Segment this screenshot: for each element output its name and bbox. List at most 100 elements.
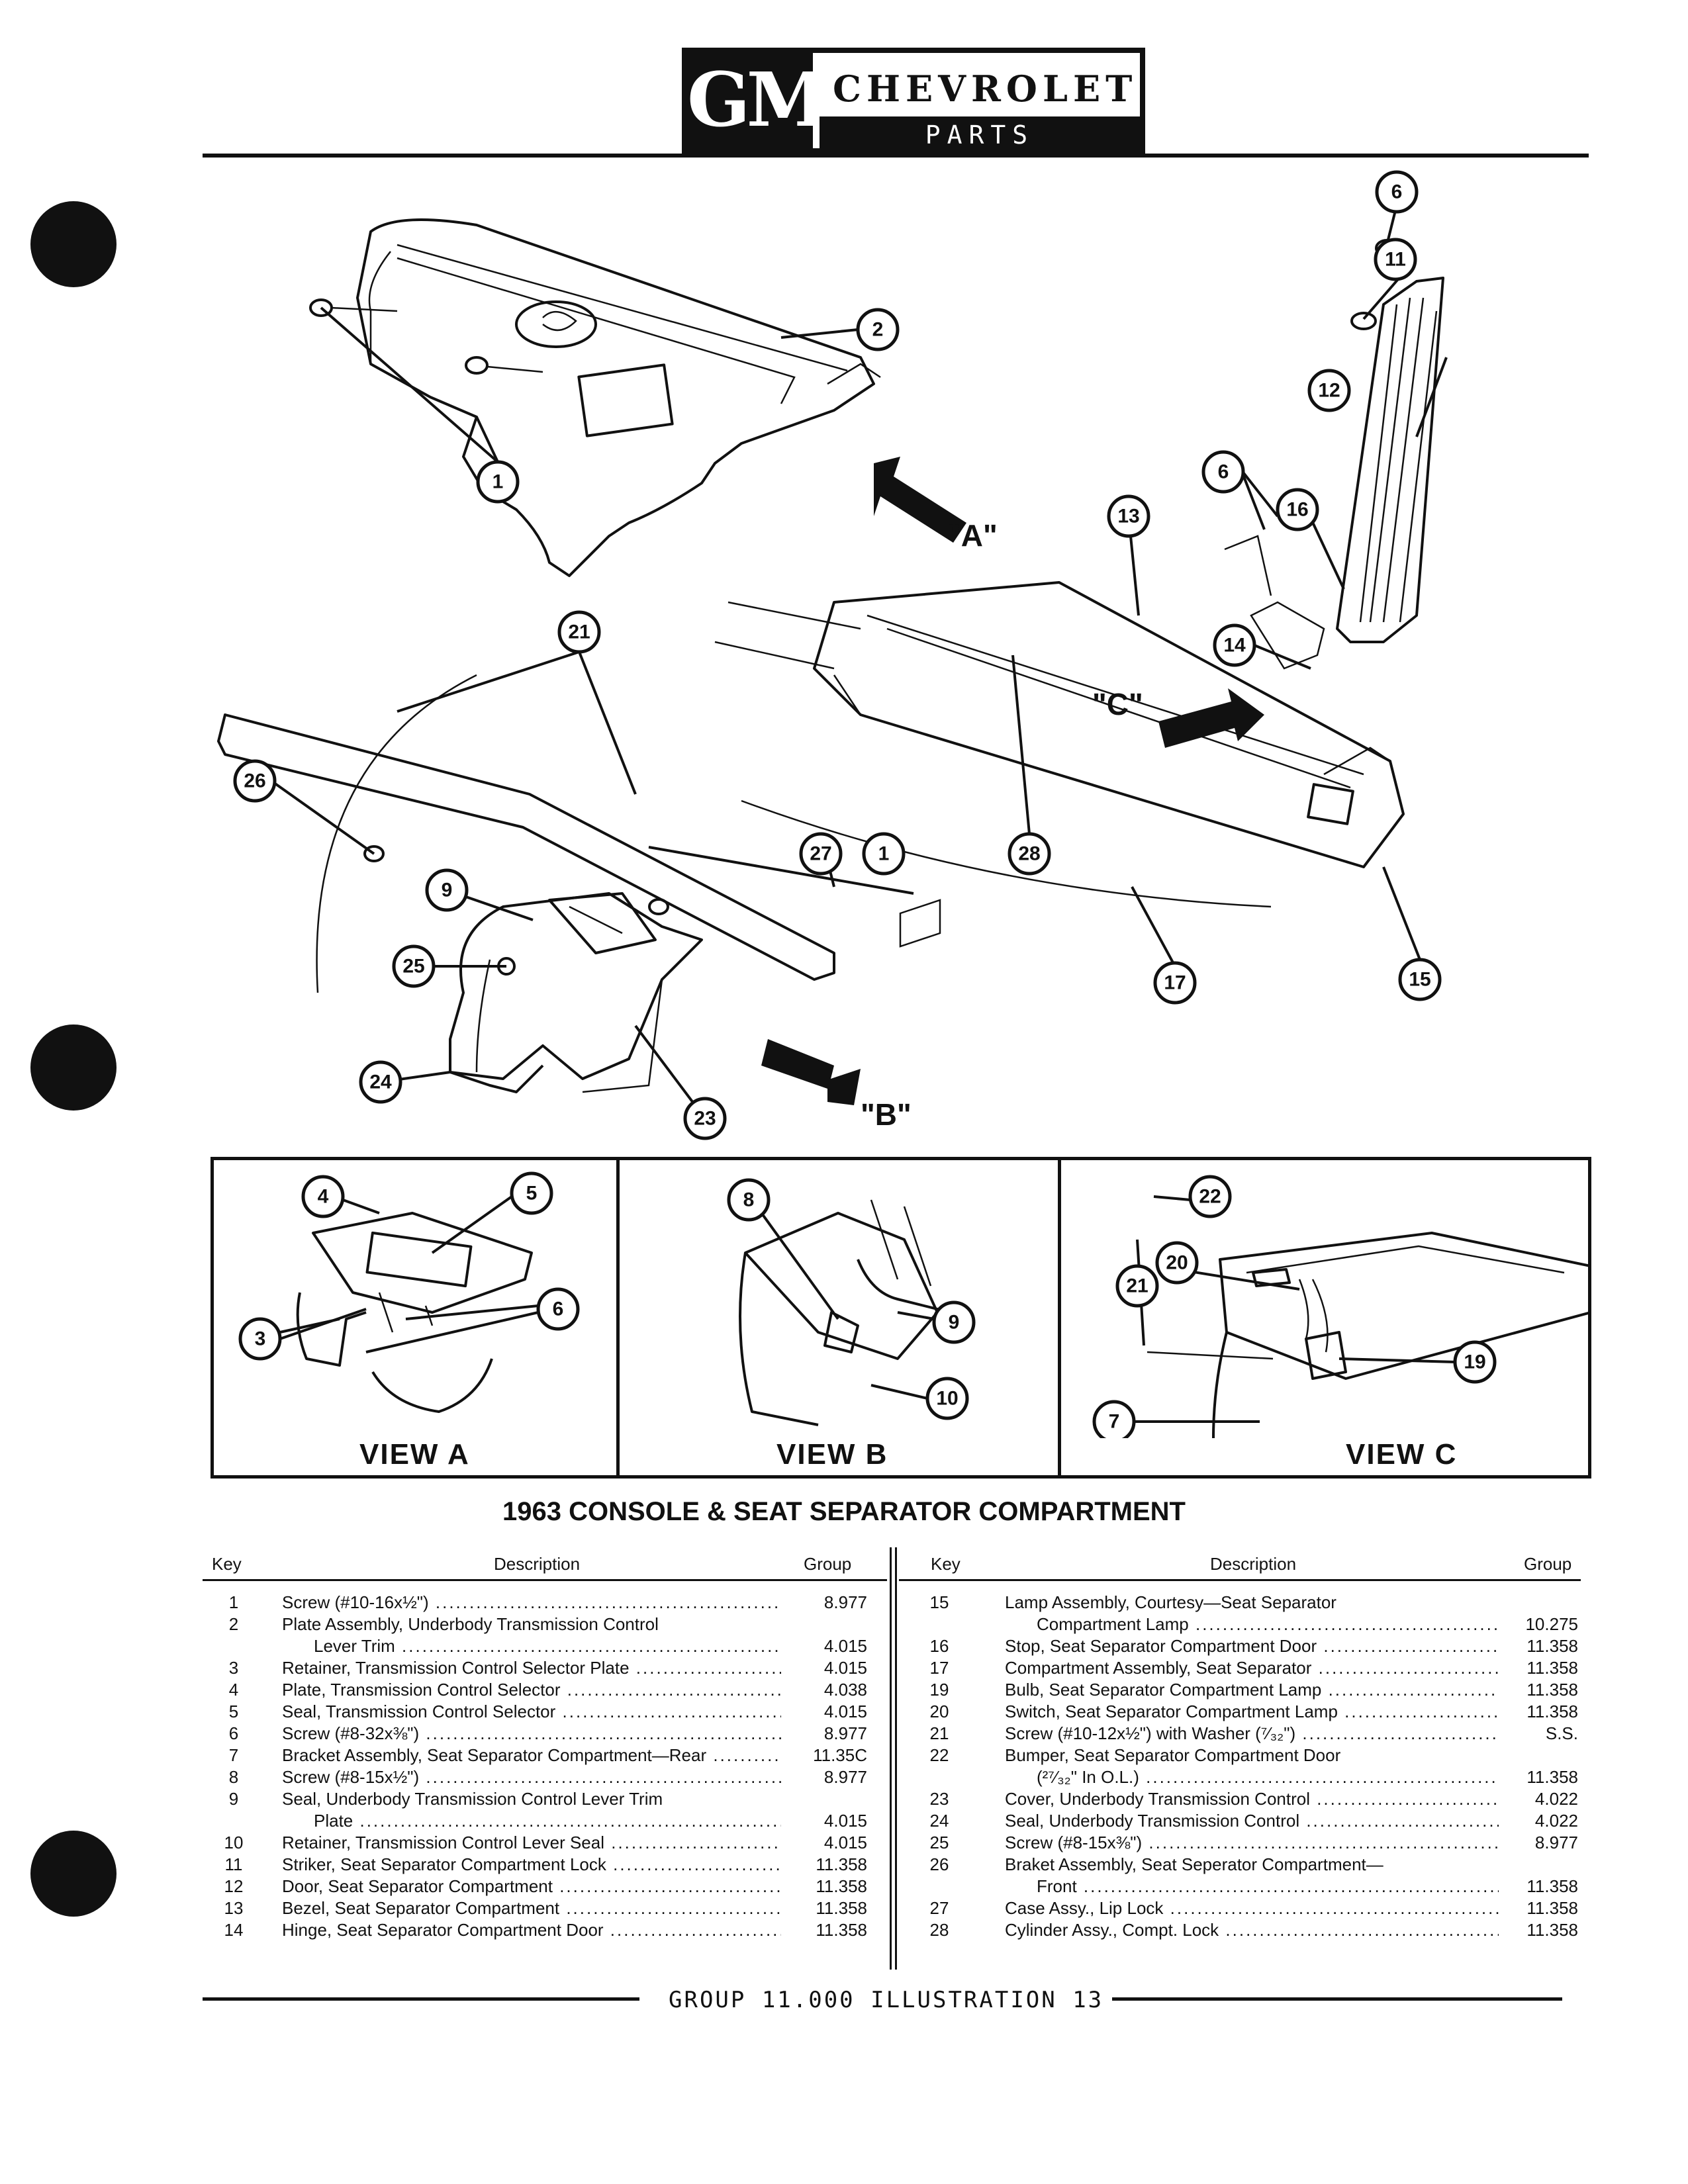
callout-11: 11: [1374, 238, 1417, 281]
footer-rule-right: [1112, 1997, 1562, 2001]
leader-dots: ........................................…: [1302, 1723, 1499, 1743]
header-rule: [203, 154, 1589, 158]
key-header: Key: [931, 1554, 961, 1574]
binder-hole-top: [30, 201, 117, 287]
view-b-callout-10: 10: [925, 1377, 969, 1420]
leader-dots: ........................................…: [1195, 1614, 1499, 1634]
table-row: 17 Compartment Assembly, Seat Separator .…: [899, 1657, 1581, 1679]
view-c-callout-19: 19: [1453, 1340, 1497, 1384]
part-description: Screw (#8-15x½") .......................…: [282, 1766, 781, 1788]
leader-dots: ........................................…: [713, 1745, 781, 1765]
callout-2: 2: [856, 308, 900, 351]
part-description-text: Screw (#10-12x½") with Washer (⁷⁄₃₂"): [1005, 1723, 1296, 1743]
svg-text:25: 25: [402, 956, 424, 978]
part-description-text: Seal, Underbody Transmission Control: [1005, 1811, 1300, 1831]
binder-hole-bottom: [30, 1831, 117, 1917]
svg-text:10: 10: [936, 1388, 958, 1410]
part-description: Bumper, Seat Separator Compartment Door: [1005, 1745, 1499, 1766]
svg-text:11: 11: [1385, 249, 1406, 271]
part-group: 8.977: [823, 1767, 867, 1787]
part-key: 23: [929, 1789, 949, 1809]
part-group: 8.977: [823, 1723, 867, 1743]
catalogue-header: GM CHEVROLET PARTS CATALOGUE: [682, 48, 1145, 187]
part-description-text: Case Assy., Lip Lock: [1005, 1898, 1164, 1918]
leader-dots: ........................................…: [1225, 1920, 1499, 1940]
gm-logo: GM: [687, 53, 829, 148]
svg-text:6: 6: [1218, 461, 1229, 483]
part-description-text: Compartment Assembly, Seat Separator: [1005, 1658, 1312, 1678]
part-key: 17: [929, 1658, 949, 1678]
view-a-callout-4: 4: [301, 1175, 345, 1218]
part-description: Case Assy., Lip Lock ...................…: [1005, 1897, 1499, 1919]
view-arrow-a: "A": [874, 457, 998, 553]
leader-dots: ........................................…: [635, 1658, 781, 1678]
part-description: Seal, Underbody Transmission Control Lev…: [282, 1788, 781, 1810]
leader-dots: ........................................…: [1170, 1898, 1499, 1918]
part-description-text: Bracket Assembly, Seat Separator Compart…: [282, 1745, 707, 1765]
part-description-text: Cover, Underbody Transmission Control: [1005, 1789, 1310, 1809]
part-key: 19: [929, 1680, 949, 1700]
part-description-text: Bezel, Seat Separator Compartment: [282, 1898, 560, 1918]
part-description-text: Bulb, Seat Separator Compartment Lamp: [1005, 1680, 1322, 1700]
page-title: 1963 CONSOLE & SEAT SEPARATOR COMPARTMEN…: [502, 1497, 1186, 1526]
callout-28: 28: [1008, 832, 1051, 876]
part-key: 22: [929, 1745, 949, 1765]
part-description: Plate Assembly, Underbody Transmission C…: [282, 1614, 781, 1635]
svg-text:14: 14: [1223, 635, 1246, 657]
leader-dots: ........................................…: [1317, 1789, 1499, 1809]
callout-21: 21: [557, 610, 601, 654]
part-key: 2: [228, 1614, 239, 1634]
part-key: 16: [929, 1636, 949, 1656]
svg-text:23: 23: [694, 1108, 716, 1130]
leader-dots: ........................................…: [426, 1767, 781, 1787]
callout-14: 14: [1213, 623, 1256, 667]
part-description-text: Braket Assembly, Seat Seperator Compartm…: [1005, 1854, 1383, 1874]
svg-text:16: 16: [1286, 499, 1308, 521]
svg-text:21: 21: [568, 621, 590, 643]
leader-lines: [270, 191, 1448, 1120]
callout-23: 23: [683, 1097, 727, 1140]
svg-text:17: 17: [1164, 972, 1186, 994]
part-key: 12: [224, 1876, 244, 1896]
callout-25: 25: [392, 944, 436, 988]
view-arrow-c-label: "C": [1092, 687, 1143, 721]
callout-6-mid: 6: [1201, 450, 1245, 494]
callout-24: 24: [359, 1060, 402, 1104]
catalogue-label: PARTS CATALOGUE: [820, 116, 1140, 187]
part-description: Compartment Assembly, Seat Separator ...…: [1005, 1657, 1499, 1679]
svg-text:6: 6: [1391, 181, 1403, 203]
part-key: 5: [228, 1702, 239, 1721]
part-key: 15: [929, 1592, 949, 1612]
part-key: 6: [228, 1723, 239, 1743]
svg-text:15: 15: [1409, 969, 1430, 991]
part-description: Switch, Seat Separator Compartment Lamp …: [1005, 1701, 1499, 1723]
part-key: 21: [929, 1723, 949, 1743]
view-c-callout-22: 22: [1188, 1175, 1232, 1218]
part-description: Bracket Assembly, Seat Separator Compart…: [282, 1745, 781, 1766]
part-group: 4.015: [823, 1636, 867, 1656]
svg-text:9: 9: [949, 1312, 960, 1334]
svg-text:20: 20: [1166, 1252, 1188, 1274]
part-description: Retainer, Transmission Control Selector …: [282, 1657, 781, 1679]
view-arrow-b: "B": [761, 1039, 912, 1132]
part-key: 10: [224, 1833, 244, 1852]
part-description: Plate ..................................…: [314, 1810, 781, 1832]
callout-1: 1: [476, 460, 520, 504]
key-header: Key: [212, 1554, 242, 1574]
svg-text:2: 2: [872, 319, 884, 341]
part-group: 11.358: [1526, 1898, 1578, 1918]
part-description: Screw (#8-32x⅜") .......................…: [282, 1723, 781, 1745]
svg-text:26: 26: [244, 770, 265, 792]
leader-dots: ........................................…: [1146, 1767, 1499, 1787]
leader-dots: ........................................…: [435, 1592, 781, 1612]
part-key: 14: [224, 1920, 244, 1940]
svg-text:7: 7: [1109, 1411, 1120, 1433]
leader-dots: ........................................…: [610, 1920, 781, 1940]
part-key: 27: [929, 1898, 949, 1918]
part-description-text: Screw (#10-16x½"): [282, 1592, 429, 1612]
callout-6-top: 6: [1375, 170, 1419, 214]
